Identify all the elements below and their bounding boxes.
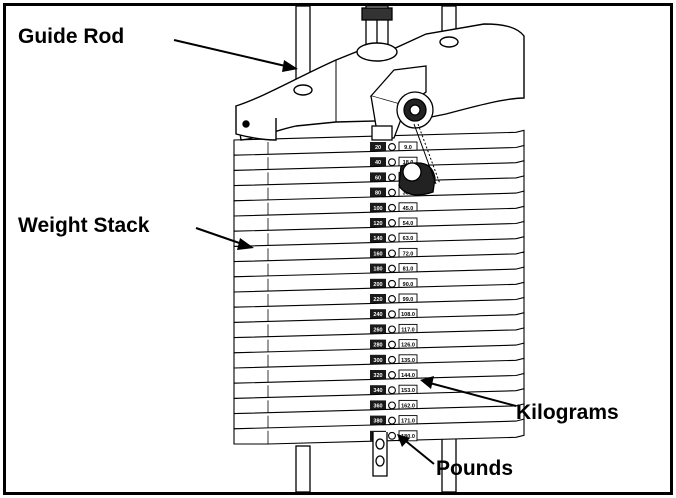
pound-value: 240	[373, 312, 382, 318]
pound-value: 380	[373, 419, 382, 425]
pin-hole	[388, 310, 396, 319]
pound-value: 300	[373, 358, 382, 364]
pin-hole	[388, 188, 396, 197]
callout-pounds: Pounds	[397, 434, 513, 480]
diagram-frame: 209.04018.06027.08036.010045.012054.0140…	[3, 3, 673, 495]
pin-hole	[388, 173, 396, 182]
pin-hole	[388, 158, 396, 167]
pound-value: 60	[375, 175, 381, 181]
pin-hole	[388, 416, 396, 425]
guide-rod-arrowhead	[282, 60, 298, 72]
weight-plates: 209.04018.06027.08036.010045.012054.0140…	[233, 129, 525, 445]
pound-tag	[370, 263, 386, 274]
pound-tag	[370, 309, 386, 320]
kilogram-value: 162.0	[401, 403, 415, 409]
pin-hole	[388, 143, 396, 151]
pound-value: 220	[373, 297, 382, 303]
pound-tag	[370, 415, 386, 426]
pound-value: 260	[373, 327, 382, 333]
kilogram-value: 99.0	[403, 297, 414, 303]
kilogram-value: 171.0	[401, 419, 415, 425]
kilogram-value: 117.0	[401, 327, 414, 333]
lift-post	[361, 6, 393, 49]
callout-kilograms: Kilograms	[420, 376, 619, 424]
kilogram-value: 72.0	[403, 251, 414, 257]
kilogram-value: 63.0	[403, 236, 414, 242]
pin-hole	[388, 203, 396, 212]
kilograms-arrowhead	[420, 376, 434, 389]
pin-hole	[388, 249, 396, 258]
pin-hole	[388, 371, 396, 379]
pound-value: 100	[373, 206, 382, 212]
pin-hole	[388, 295, 396, 303]
pound-tag	[370, 142, 386, 152]
weight-stack-diagram: 209.04018.06027.08036.010045.012054.0140…	[18, 6, 619, 492]
pin-hole	[388, 234, 396, 243]
pound-tag	[370, 278, 386, 289]
pound-tag	[370, 339, 386, 350]
kilogram-value: 81.0	[403, 267, 414, 273]
pin-hole	[388, 386, 396, 395]
kilogram-value: 54.0	[403, 221, 414, 227]
pound-tag	[370, 354, 386, 365]
pound-value: 40	[375, 160, 381, 166]
kilogram-value: 153.0	[401, 388, 415, 394]
weight-stack-label: Weight Stack	[18, 214, 150, 237]
callout-weight-stack: Weight Stack	[18, 214, 254, 250]
pin-hole	[388, 401, 396, 410]
kilogram-value: 90.0	[403, 282, 414, 288]
top-plate	[235, 23, 525, 141]
pin-hole	[388, 340, 396, 349]
pound-value: 80	[375, 191, 381, 197]
kilogram-value: 108.0	[401, 312, 415, 318]
pin-hole	[388, 431, 396, 440]
pound-tag	[370, 400, 386, 411]
pounds-arrow-line	[401, 437, 435, 465]
kilogram-value: 9.0	[404, 145, 412, 151]
pin-hole	[388, 355, 396, 364]
callout-guide-rod: Guide Rod	[18, 25, 298, 72]
pound-value: 20	[375, 145, 381, 151]
pin-hole	[388, 264, 396, 273]
pound-tag	[370, 202, 386, 213]
pound-value: 280	[373, 343, 382, 349]
guide-rod-label: Guide Rod	[18, 25, 124, 48]
kilogram-value: 126.0	[401, 343, 415, 349]
pound-tag	[370, 324, 386, 335]
kilogram-value: 144.0	[401, 373, 415, 379]
pound-value: 140	[373, 236, 382, 242]
selector-pin	[369, 65, 441, 196]
pound-tag	[370, 370, 386, 380]
pound-tag	[370, 233, 386, 244]
pound-tag	[370, 172, 386, 183]
pin-hole	[388, 279, 396, 288]
pound-tag	[370, 294, 386, 304]
pound-value: 360	[373, 403, 382, 409]
pound-tag	[370, 187, 386, 198]
kilogram-value: 180.0	[401, 434, 415, 440]
pin-hole	[388, 219, 396, 227]
pound-tag	[370, 157, 386, 168]
pound-tag	[370, 385, 386, 396]
pound-value: 160	[373, 251, 382, 257]
pound-value: 180	[373, 267, 382, 273]
pound-tag	[370, 218, 386, 228]
kilogram-value: 45.0	[403, 206, 414, 212]
pounds-label: Pounds	[436, 457, 513, 480]
pound-value: 340	[373, 388, 382, 394]
pound-tag	[370, 248, 386, 259]
guide-rod-left-bottom	[295, 445, 311, 492]
pin-hole	[388, 325, 396, 334]
pounds-arrowhead	[397, 434, 410, 447]
pound-value: 200	[373, 282, 382, 288]
selector-stem	[372, 432, 388, 477]
kilograms-label: Kilograms	[516, 401, 619, 424]
pound-value: 320	[373, 373, 382, 379]
guide-rod-arrow-line	[173, 39, 295, 69]
kilogram-value: 18.0	[403, 160, 414, 166]
pound-value: 120	[373, 221, 382, 227]
kilograms-arrow-line	[425, 381, 517, 407]
weight-stack-arrowhead	[237, 238, 254, 250]
kilogram-value: 135.0	[401, 358, 415, 364]
